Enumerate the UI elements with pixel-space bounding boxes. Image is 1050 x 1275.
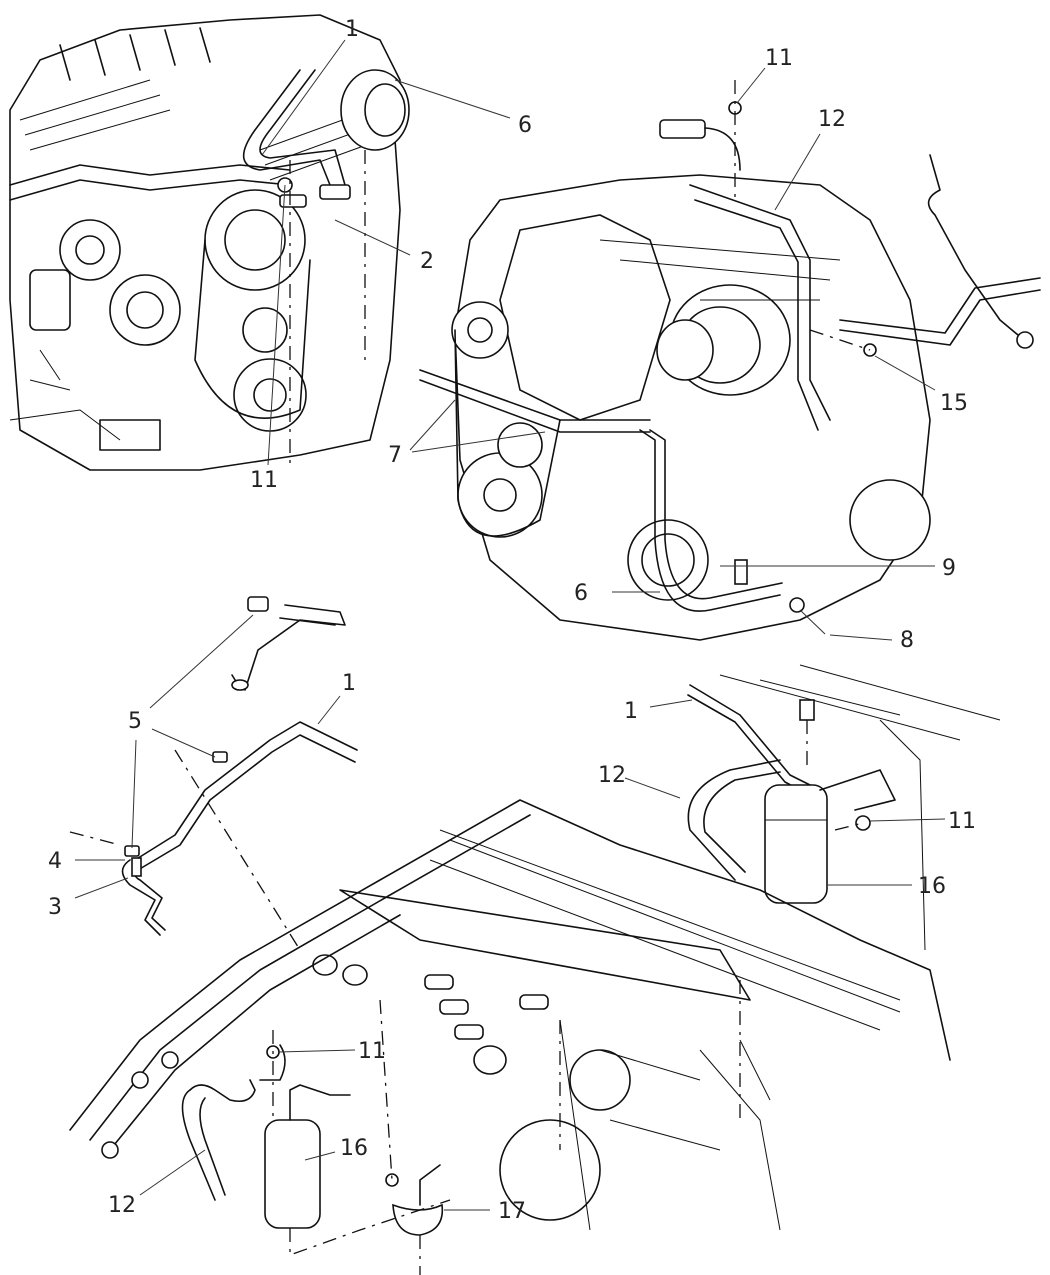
- callout-16: 16: [918, 874, 946, 899]
- callout-5: 5: [128, 709, 142, 734]
- callout-6: 6: [518, 113, 532, 138]
- engine-bay-view: [69, 799, 951, 1275]
- leader-line: [624, 777, 681, 799]
- callout-11: 11: [250, 468, 278, 493]
- callout-12: 12: [598, 763, 626, 788]
- leader-line: [304, 1151, 336, 1161]
- leader-line: [394, 79, 511, 119]
- leader-line: [317, 695, 341, 725]
- callout-2: 2: [420, 249, 434, 274]
- callout-3: 3: [48, 895, 62, 920]
- callouts: 1 6 2 11 11 12 15 7 9 6 8: [48, 17, 976, 1224]
- callout-15: 15: [940, 391, 968, 416]
- leader-line: [277, 1049, 356, 1053]
- leader-line: [131, 739, 137, 849]
- callout-1: 1: [342, 671, 356, 696]
- leader-line: [411, 431, 546, 453]
- callout-12: 12: [818, 107, 846, 132]
- leader-line: [869, 818, 946, 822]
- leader-line: [799, 609, 826, 635]
- callout-17: 17: [498, 1199, 526, 1224]
- callout-11: 11: [765, 46, 793, 71]
- leader-line: [334, 219, 411, 256]
- leader-line: [736, 67, 766, 104]
- leader-line: [649, 699, 693, 708]
- leader-line: [74, 877, 129, 899]
- leader-line: [829, 634, 893, 641]
- callout-11: 11: [358, 1039, 386, 1064]
- leader-line: [139, 1149, 206, 1196]
- leader-line: [149, 614, 254, 709]
- callout-16: 16: [340, 1136, 368, 1161]
- callout-12: 12: [108, 1193, 136, 1218]
- callout-1: 1: [624, 699, 638, 724]
- hose-detail-view: [69, 596, 358, 951]
- callout-9: 9: [942, 556, 956, 581]
- callout-7: 7: [388, 443, 402, 468]
- leader-line: [151, 728, 216, 758]
- leader-line: [409, 399, 456, 451]
- leader-line: [774, 133, 821, 211]
- leader-line: [261, 39, 346, 156]
- callout-8: 8: [900, 628, 914, 653]
- engine-right-view: [419, 80, 1041, 641]
- leader-line: [267, 184, 286, 466]
- callout-4: 4: [48, 849, 62, 874]
- callout-1: 1: [345, 17, 359, 42]
- leader-line: [874, 355, 936, 391]
- callout-6: 6: [574, 581, 588, 606]
- accumulator-detail-view: [687, 664, 1001, 951]
- engine-left-view: [9, 14, 410, 471]
- callout-11: 11: [948, 809, 976, 834]
